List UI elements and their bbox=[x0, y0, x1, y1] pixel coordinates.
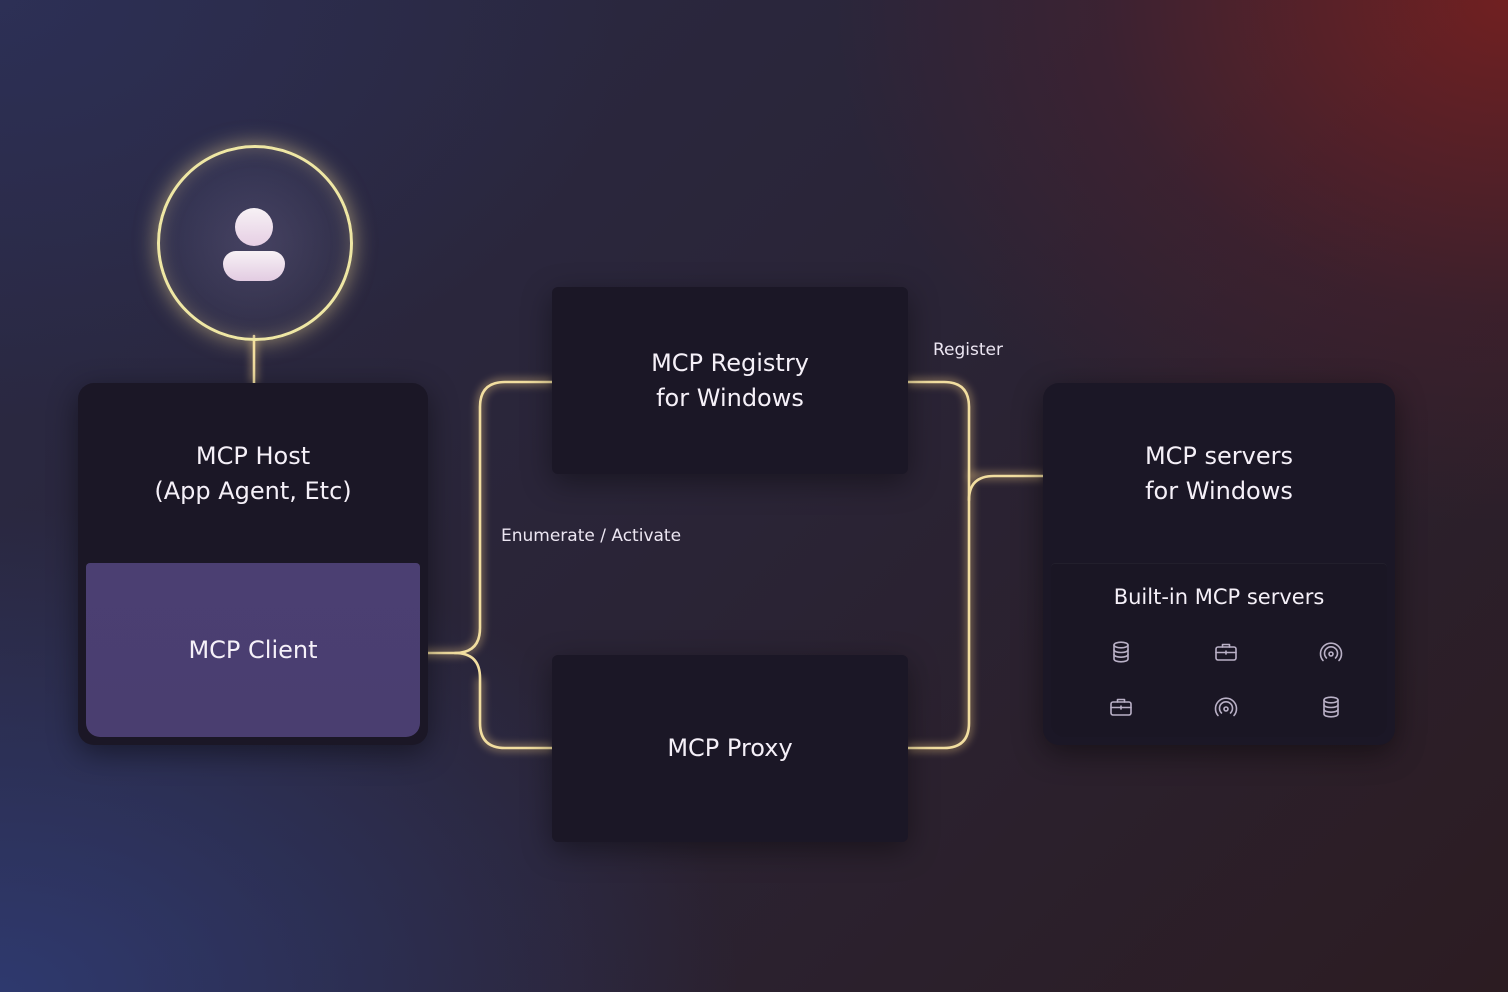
user-icon-body bbox=[223, 251, 285, 281]
builtin-mcp-servers-title: Built-in MCP servers bbox=[1113, 585, 1325, 609]
mcp-host-node: MCP Host (App Agent, Etc) MCP Client bbox=[78, 383, 428, 745]
mcp-client-label: MCP Client bbox=[188, 635, 318, 664]
mcp-registry-title: MCP Registry for Windows bbox=[651, 346, 809, 416]
bracket-to-servers-connector bbox=[967, 474, 1045, 502]
client-to-registry-connector bbox=[418, 380, 554, 655]
database-icon bbox=[1318, 694, 1344, 720]
mcp-registry-node: MCP Registry for Windows bbox=[552, 287, 908, 474]
mcp-proxy-title: MCP Proxy bbox=[667, 734, 793, 762]
builtin-mcp-servers-panel: Built-in MCP servers bbox=[1051, 563, 1387, 737]
database-icon bbox=[1108, 639, 1134, 665]
mcp-servers-title-line1: MCP servers bbox=[1144, 442, 1294, 470]
user-icon-head bbox=[235, 208, 273, 246]
briefcase-icon bbox=[1108, 694, 1134, 720]
briefcase-icon bbox=[1213, 639, 1239, 665]
mcp-registry-title-line1: MCP Registry bbox=[651, 348, 809, 377]
mcp-registry-title-line2: for Windows bbox=[656, 383, 804, 412]
register-edge-label: Register bbox=[933, 340, 1003, 360]
mcp-host-title: MCP Host (App Agent, Etc) bbox=[78, 439, 428, 509]
mcp-proxy-node: MCP Proxy bbox=[552, 655, 908, 842]
registry-proxy-to-servers-connector bbox=[906, 380, 971, 750]
mcp-client-node: MCP Client bbox=[86, 563, 420, 737]
mcp-host-title-line2: (App Agent, Etc) bbox=[154, 477, 352, 505]
broadcast-icon bbox=[1318, 639, 1344, 665]
mcp-servers-title-line2: for Windows bbox=[1145, 477, 1293, 505]
mcp-servers-node: MCP servers for Windows Built-in MCP ser… bbox=[1043, 383, 1395, 745]
mcp-servers-title: MCP servers for Windows bbox=[1043, 439, 1395, 509]
enumerate-activate-edge-label: Enumerate / Activate bbox=[501, 526, 682, 546]
user-avatar-node bbox=[157, 145, 353, 341]
broadcast-icon bbox=[1213, 694, 1239, 720]
client-to-proxy-connector bbox=[453, 651, 554, 750]
mcp-host-title-line1: MCP Host bbox=[195, 442, 311, 470]
